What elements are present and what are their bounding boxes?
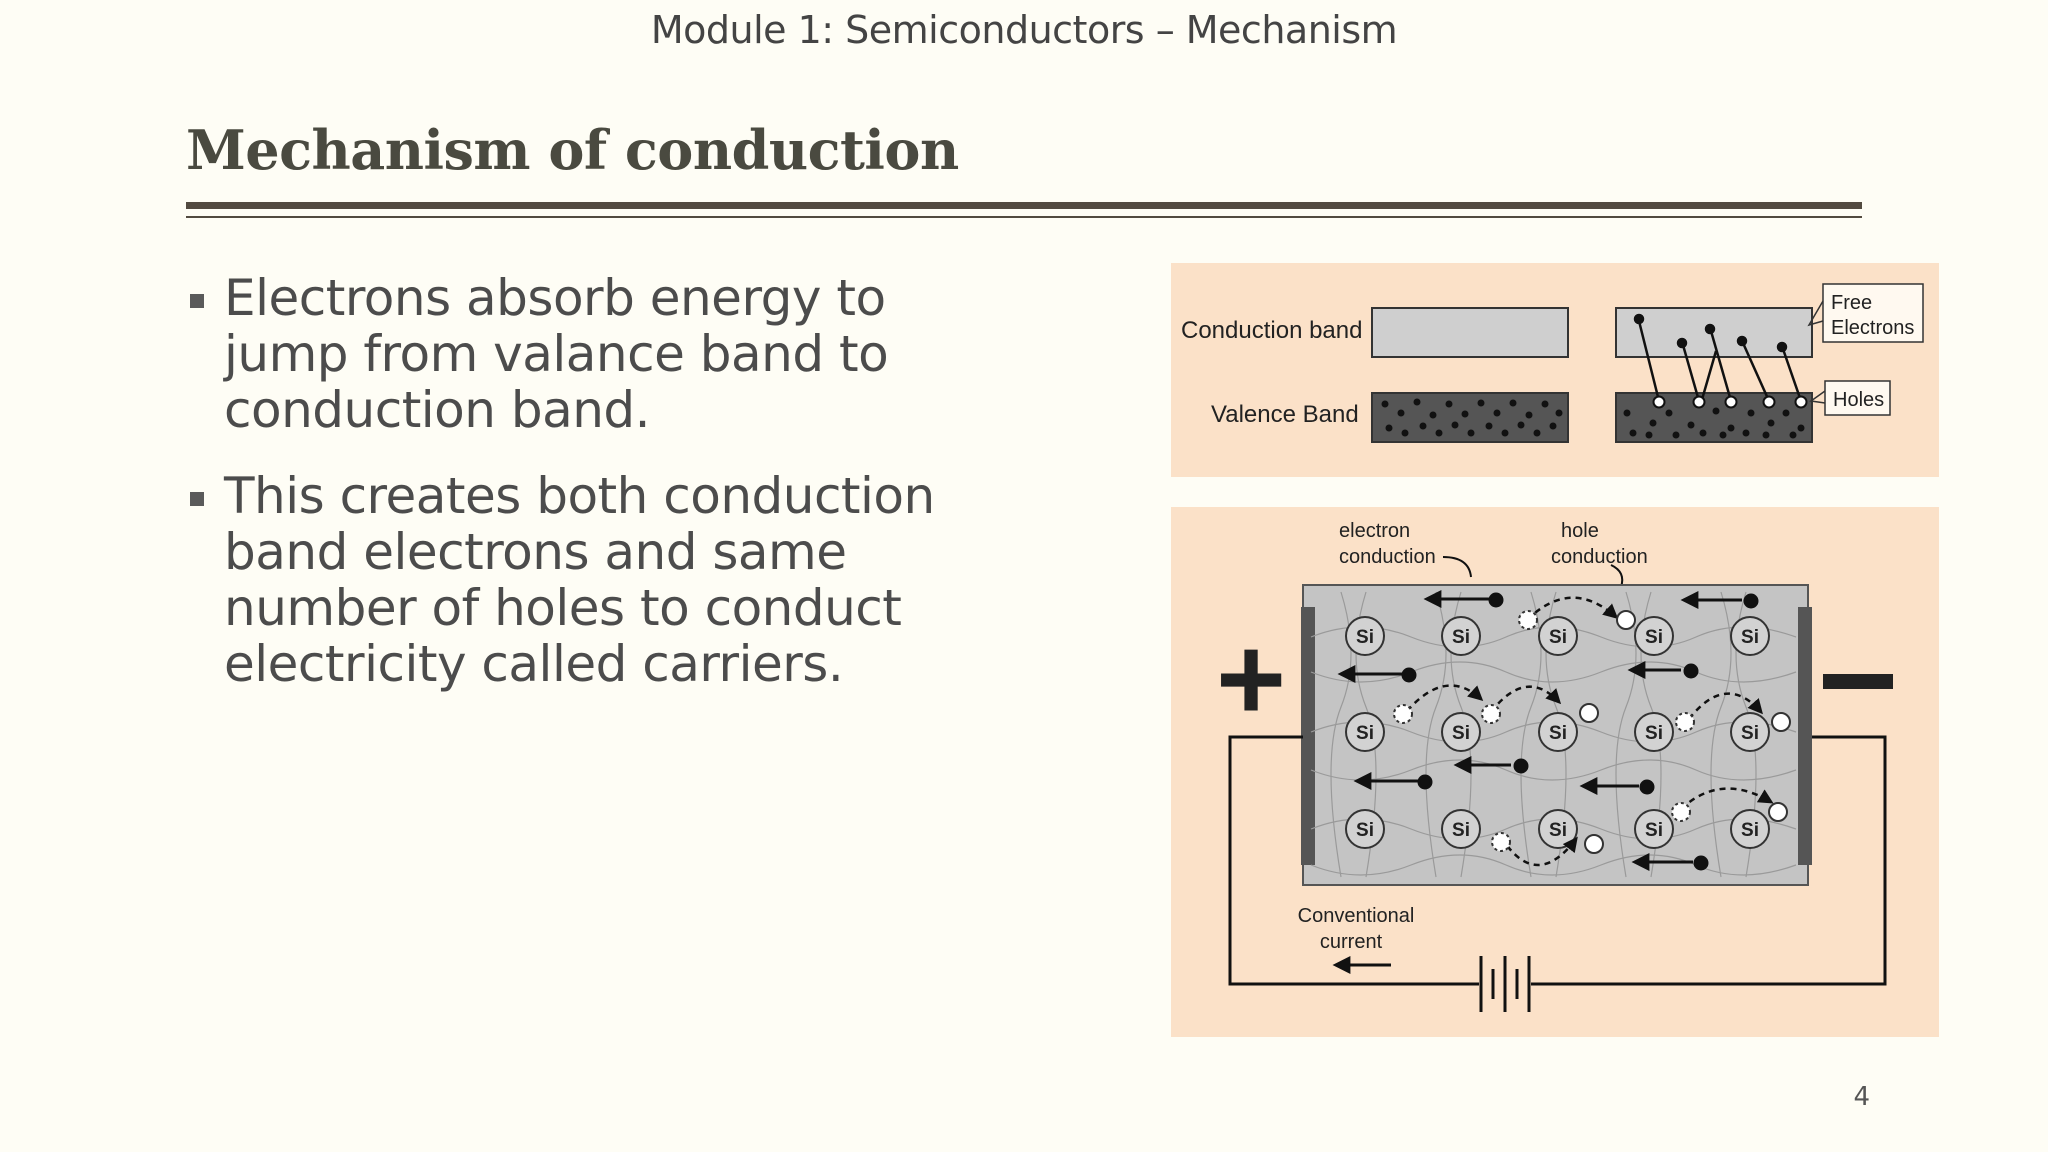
svg-text:Si: Si — [1356, 627, 1374, 648]
plus-terminal-sign: + — [1216, 612, 1286, 746]
excitation-arrows — [1633, 313, 1803, 404]
title-rule-thin — [186, 216, 1862, 218]
bullet-item: This creates both conduction band electr… — [186, 468, 946, 692]
hole-hop-arrows — [1406, 596, 1774, 867]
svg-text:Si: Si — [1452, 627, 1470, 648]
si-atom: Si — [1730, 712, 1770, 752]
si-atom: Si — [1730, 616, 1770, 656]
si-atom: Si — [1441, 616, 1481, 656]
conventional-current-label: current — [1320, 931, 1383, 953]
hole-conduction-label: conduction — [1551, 546, 1648, 568]
svg-text:Si: Si — [1645, 627, 1663, 648]
electron-conduction-label: conduction — [1339, 546, 1436, 568]
si-atom: Si — [1634, 809, 1674, 849]
lattice-conduction-figure: electron conduction hole conduction — [1171, 507, 1939, 1037]
svg-text:Si: Si — [1356, 820, 1374, 841]
si-atom: Si — [1634, 712, 1674, 752]
si-atom: Si — [1345, 616, 1385, 656]
vacated-hole-markers — [1393, 610, 1695, 852]
svg-text:Si: Si — [1452, 820, 1470, 841]
square-bullet-icon — [190, 492, 204, 506]
slide-header: Module 1: Semiconductors – Mechanism — [650, 8, 1398, 52]
svg-text:Si: Si — [1549, 820, 1567, 841]
square-bullet-icon — [190, 294, 204, 308]
si-atom: Si — [1345, 712, 1385, 752]
holes-callout — [1824, 380, 1891, 416]
valence-electrons-left — [1381, 398, 1563, 437]
band-diagram-figure: Conduction band Valence Band Free Electr… — [1171, 263, 1939, 477]
svg-text:Si: Si — [1452, 723, 1470, 744]
si-atom: Si — [1634, 616, 1674, 656]
si-atom: Si — [1441, 712, 1481, 752]
electron-conduction-label: electron — [1339, 520, 1410, 542]
slide-title: Mechanism of conduction — [186, 118, 959, 182]
hole-markers — [1652, 395, 1808, 409]
bullet-list: Electrons absorb energy to jump from val… — [186, 270, 946, 722]
svg-text:Si: Si — [1741, 820, 1759, 841]
valence-band-label: Valence Band — [1211, 401, 1359, 428]
negative-electrode — [1798, 607, 1812, 865]
conventional-current-label: Conventional — [1298, 905, 1415, 927]
conduction-band-box — [1371, 307, 1569, 358]
valence-band-excited-box — [1615, 392, 1813, 443]
si-atom: Si — [1538, 712, 1578, 752]
svg-text:Si: Si — [1549, 627, 1567, 648]
svg-text:Si: Si — [1356, 723, 1374, 744]
hole-conduction-label: hole — [1561, 520, 1599, 542]
free-electrons-label: Electrons — [1831, 317, 1914, 339]
silicon-atoms: Si Si Si Si Si Si Si Si Si Si Si Si Si S… — [1345, 616, 1770, 849]
bullet-item: Electrons absorb energy to jump from val… — [186, 270, 946, 438]
valence-electrons-right — [1623, 407, 1805, 439]
title-rule-thick — [186, 202, 1862, 209]
svg-text:Si: Si — [1549, 723, 1567, 744]
svg-text:Si: Si — [1645, 723, 1663, 744]
free-electrons-callout — [1822, 283, 1924, 343]
si-atom: Si — [1441, 809, 1481, 849]
si-atom: Si — [1538, 616, 1578, 656]
bullet-text: This creates both conduction band electr… — [224, 467, 935, 693]
holes-label: Holes — [1833, 389, 1884, 411]
si-atom: Si — [1730, 809, 1770, 849]
external-circuit-wire — [1228, 735, 1887, 986]
bullet-text: Electrons absorb energy to jump from val… — [224, 269, 889, 439]
page-number: 4 — [1853, 1082, 1870, 1112]
svg-text:Si: Si — [1645, 820, 1663, 841]
conduction-band-label: Conduction band — [1181, 317, 1362, 344]
free-electrons-label: Free — [1831, 292, 1872, 314]
electron-drift-arrows — [1337, 590, 1759, 871]
svg-text:Si: Si — [1741, 627, 1759, 648]
battery-icon — [1479, 956, 1531, 1012]
si-atom: Si — [1538, 809, 1578, 849]
positive-electrode — [1301, 607, 1315, 865]
hole-markers-open — [1579, 610, 1791, 854]
svg-text:Si: Si — [1741, 723, 1759, 744]
minus-terminal-sign — [1823, 674, 1893, 689]
si-atom: Si — [1345, 809, 1385, 849]
